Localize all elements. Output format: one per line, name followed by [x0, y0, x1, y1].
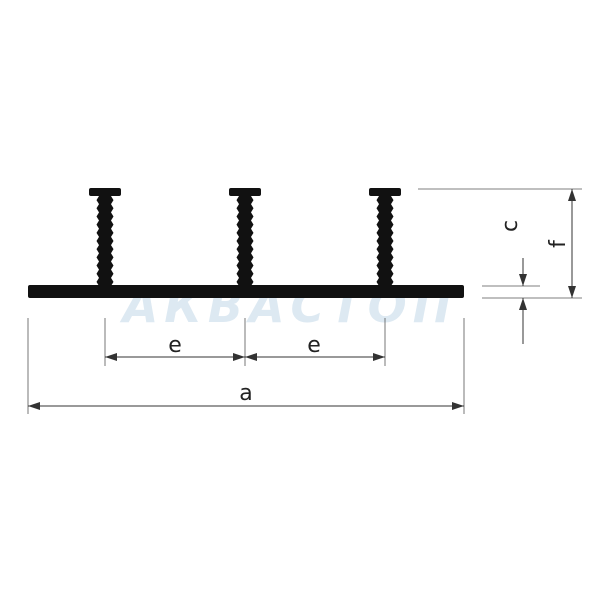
- rib-stem: [236, 196, 254, 286]
- rib-cap: [229, 188, 261, 196]
- arrow-e1-right: [233, 353, 245, 361]
- label-f: f: [546, 239, 571, 248]
- arrow-c-up: [519, 298, 527, 310]
- rib-stem: [376, 196, 394, 286]
- arrow-e2-left: [245, 353, 257, 361]
- arrow-a-right: [452, 402, 464, 410]
- arrow-f-down: [568, 286, 576, 298]
- arrow-c-down: [519, 274, 527, 286]
- ribs-group: [89, 188, 401, 286]
- rib-cap: [89, 188, 121, 196]
- base-plate: [28, 285, 464, 298]
- label-a: a: [239, 381, 252, 406]
- arrow-a-left: [28, 402, 40, 410]
- arrow-e1-left: [105, 353, 117, 361]
- label-e1: e: [168, 333, 182, 358]
- arrow-e2-right: [373, 353, 385, 361]
- label-e2: e: [307, 333, 321, 358]
- arrow-f-up: [568, 189, 576, 201]
- label-c: c: [498, 220, 523, 232]
- rib-stem: [96, 196, 114, 286]
- rib-cap: [369, 188, 401, 196]
